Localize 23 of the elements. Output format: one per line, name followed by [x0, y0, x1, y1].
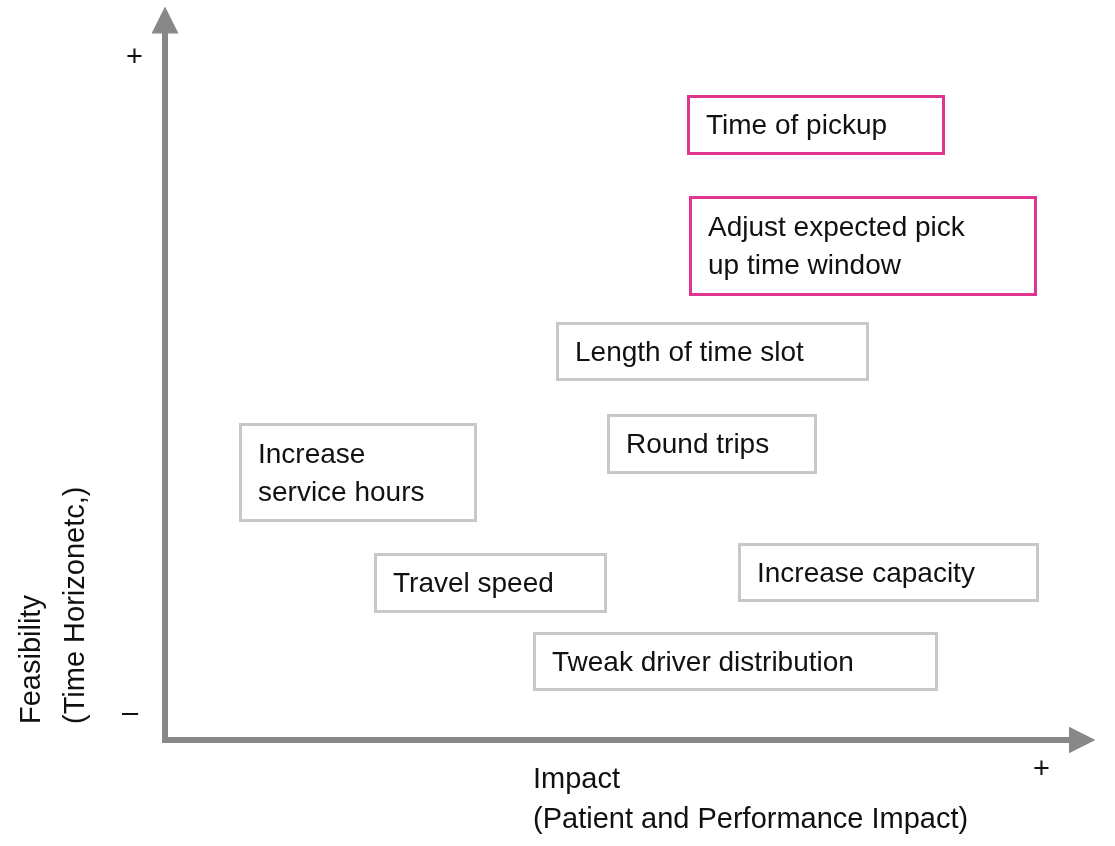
factor-label: Tweak driver distribution [552, 644, 854, 679]
factor-label: Adjust expected pick up time window [708, 210, 966, 282]
axis-subtitle: (Patient and Performance Impact) [533, 801, 969, 836]
factor-label: Round trips [626, 427, 770, 461]
factor-box [533, 632, 938, 691]
factor-label: Length of time slot [575, 334, 804, 369]
factor-label: Time of pickup [706, 108, 888, 142]
axis-min-sign: – [122, 695, 139, 730]
factor-box [687, 95, 945, 155]
factor-box [689, 196, 1037, 296]
axis-subtitle: (Time Horizonetc,) [57, 486, 91, 724]
factor-label: Travel speed [393, 566, 554, 600]
factor-box [239, 423, 477, 522]
factor-box [556, 322, 869, 381]
factor-label: Increase service hours [258, 436, 426, 509]
axis-title: Impact [533, 761, 621, 796]
axis-max-sign: + [126, 39, 143, 74]
factor-label: Increase capacity [757, 555, 975, 590]
factor-box [374, 553, 607, 613]
factor-box [738, 543, 1039, 602]
axis-max-sign: + [1033, 751, 1050, 786]
factor-box [607, 414, 817, 474]
axis-title: Feasibility [13, 595, 47, 724]
